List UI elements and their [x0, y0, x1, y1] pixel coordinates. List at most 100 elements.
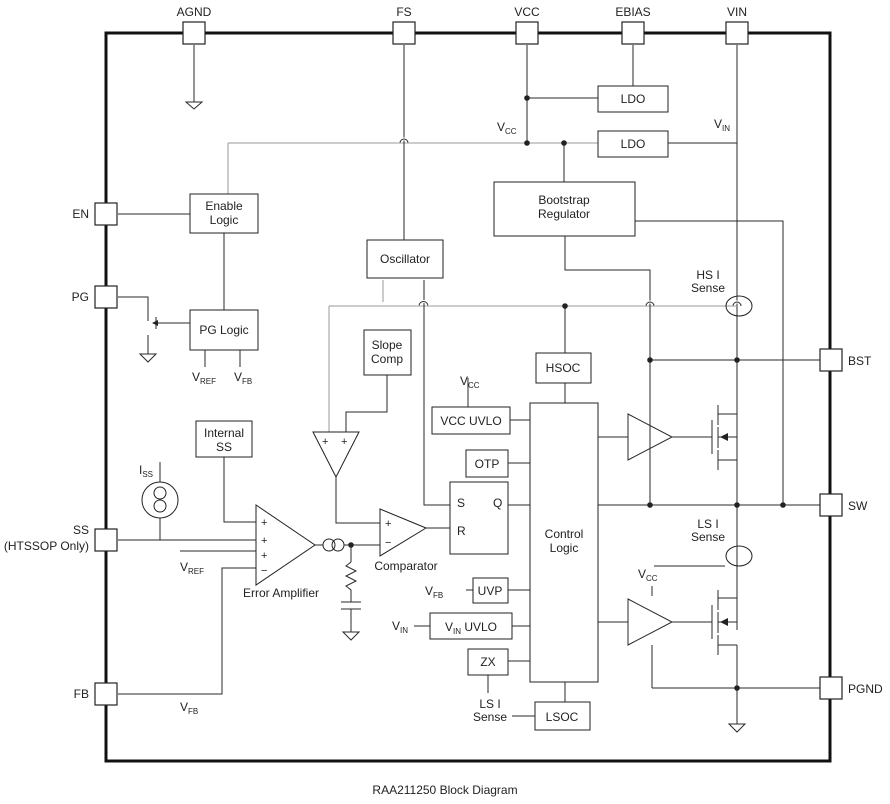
vcc-uvlo-input-label: VCC: [460, 374, 480, 390]
pin-bst-pad: [819, 348, 843, 372]
pin-sw-label: SW: [848, 499, 868, 513]
ldo-top-block: [597, 85, 669, 113]
ls-sense-bottom-label-1: LS I: [479, 697, 500, 711]
pin-en-pad: [94, 202, 118, 226]
error-amplifier-symbol: [255, 504, 316, 586]
otp-block: [465, 449, 509, 478]
slope-comp-block: [363, 329, 412, 376]
ls-current-sense-icon: [725, 545, 753, 567]
enable-logic-block: [189, 193, 259, 234]
diagram-caption: RAA211250 Block Diagram: [372, 783, 517, 797]
lsoc-block: [534, 701, 591, 731]
iss-label: ISS: [139, 463, 153, 479]
comparator-label: Comparator: [374, 559, 437, 573]
ea-minus: −: [261, 565, 267, 577]
ldo-top-label: LDO: [621, 92, 646, 106]
ls-sense-label-2: Sense: [691, 530, 725, 544]
ea-plus-3: +: [261, 550, 267, 562]
slope-comp-label-1: Slope: [372, 338, 403, 352]
control-logic-label-1: Control: [545, 527, 584, 541]
buffer-plus-1: +: [322, 436, 328, 448]
vref-pg-label: VREF: [192, 370, 216, 386]
vin-uvlo-input-label: VIN: [392, 619, 408, 635]
pin-pgnd-label: PGND: [848, 682, 883, 696]
pin-fb-pad: [94, 682, 118, 706]
hs-sense-label-2: Sense: [691, 281, 725, 295]
buffer-plus-2: +: [341, 436, 347, 448]
vcc-uvlo-label: VCC UVLO: [440, 414, 501, 428]
pin-vcc-pad: [515, 21, 539, 45]
vcc-node-label: VCC: [497, 120, 517, 136]
internal-ss-label-1: Internal: [204, 426, 244, 440]
ea-output-transconductance-icon: [322, 538, 336, 552]
pg-logic-label: PG Logic: [199, 323, 248, 337]
ls-sense-label-1: LS I: [697, 517, 718, 531]
hsoc-block: [535, 352, 592, 384]
ss-current-source-icon: [141, 481, 179, 519]
comparator-symbol: [379, 508, 428, 557]
comp-minus: −: [385, 537, 391, 549]
pin-sw-pad: [819, 493, 843, 517]
ls-sense-bottom-label-2: Sense: [473, 710, 507, 724]
pin-agnd-pad: [182, 21, 206, 45]
sr-latch-q: Q: [493, 496, 502, 510]
uvp-label: UVP: [478, 584, 503, 598]
pin-ss-label: SS: [73, 523, 89, 537]
enable-logic-label-2: Logic: [210, 213, 239, 227]
enable-logic-label-1: Enable: [205, 199, 243, 213]
ldo-mid-block: [597, 130, 669, 158]
oscillator-label: Oscillator: [380, 252, 430, 266]
sr-latch-r: R: [457, 524, 466, 538]
ic-outline: [104, 31, 832, 763]
oscillator-block: [366, 239, 444, 279]
pin-vin-pad: [725, 21, 749, 45]
pin-vin-label: VIN: [727, 5, 747, 19]
zx-block: [467, 648, 509, 676]
slope-comp-label-2: Comp: [371, 352, 403, 366]
comp-plus: +: [385, 518, 391, 530]
pin-fb-label: FB: [74, 687, 89, 701]
pin-ss-pad: [94, 528, 118, 552]
vfb-uvp-label: VFB: [425, 584, 443, 600]
uvp-block: [472, 577, 509, 604]
pin-agnd-label: AGND: [177, 5, 212, 19]
sr-latch-s: S: [457, 496, 465, 510]
vcc-driver-label: VCC: [638, 567, 658, 583]
internal-ss-block: [195, 420, 253, 458]
pin-ebias-pad: [621, 21, 645, 45]
ea-plus-2: +: [261, 535, 267, 547]
bootstrap-label-2: Regulator: [538, 207, 590, 221]
lsoc-label: LSOC: [546, 710, 579, 724]
pin-pgnd-pad: [819, 676, 843, 700]
ea-plus-1: +: [261, 517, 267, 529]
pin-pg-label: PG: [72, 290, 89, 304]
pg-logic-block: [189, 309, 259, 351]
vin-node-label: VIN: [714, 117, 730, 133]
vin-uvlo-block: [429, 612, 513, 640]
vin-uvlo-label: VIN UVLO: [445, 620, 497, 636]
pin-bst-label: BST: [848, 354, 872, 368]
control-logic-label-2: Logic: [550, 541, 579, 555]
hs-current-sense-icon: [725, 295, 753, 317]
bootstrap-regulator-block: [493, 181, 636, 237]
hs-sense-label-1: HS I: [696, 268, 719, 282]
pin-fs-pad: [392, 21, 416, 45]
error-amplifier-label: Error Amplifier: [243, 586, 319, 600]
vcc-uvlo-block: [431, 406, 511, 435]
otp-label: OTP: [475, 457, 500, 471]
slope-buffer-symbol: [312, 431, 360, 479]
bootstrap-label-1: Bootstrap: [538, 193, 590, 207]
zx-label: ZX: [480, 655, 495, 669]
control-logic-block: [529, 402, 599, 683]
pin-fs-label: FS: [396, 5, 411, 19]
vfb-pg-label: VFB: [234, 370, 252, 386]
pin-en-label: EN: [72, 207, 89, 221]
pin-ss-note: (HTSSOP Only): [4, 539, 89, 553]
pin-pg-pad: [94, 285, 118, 309]
pin-vcc-label: VCC: [514, 5, 540, 19]
vref-ea-label: VREF: [180, 560, 204, 576]
vfb-node-label: VFB: [180, 700, 198, 716]
sr-latch-block: [449, 481, 509, 555]
hsoc-label: HSOC: [546, 361, 581, 375]
